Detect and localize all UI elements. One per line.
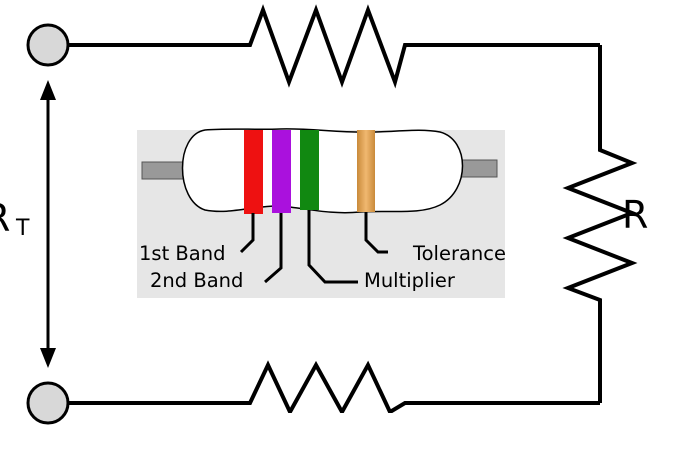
- rt-subscript: T: [16, 216, 30, 241]
- band-2-label: 2nd Band: [150, 269, 244, 292]
- resistor-lead-left: [141, 161, 185, 180]
- top-wire: [66, 4, 600, 89]
- band-1-label: 1st Band: [139, 242, 226, 265]
- rt-arrow-head-up: [40, 80, 56, 100]
- tolerance-stripe: [357, 130, 375, 212]
- multiplier-leader: [307, 210, 358, 284]
- resistor-body: [181, 128, 464, 214]
- r-label: R: [622, 193, 649, 237]
- band-2-stripe: [272, 130, 291, 213]
- band-1-stripe: [244, 130, 263, 214]
- multiplier-stripe: [300, 130, 319, 210]
- terminal-bottom: [26, 381, 70, 425]
- bottom-wire: [66, 360, 600, 417]
- tolerance-label: Tolerance: [413, 242, 506, 265]
- rt-label: R: [0, 199, 10, 237]
- terminal-top: [26, 23, 70, 67]
- multiplier-label: Multiplier: [364, 269, 455, 292]
- right-wire: [562, 45, 638, 403]
- band-2-leader: [264, 213, 283, 284]
- tolerance-leader: [364, 212, 388, 254]
- bottom-clip-mask: [230, 413, 430, 453]
- rt-arrow-head-down: [40, 348, 56, 368]
- band-1-leader: [239, 213, 255, 254]
